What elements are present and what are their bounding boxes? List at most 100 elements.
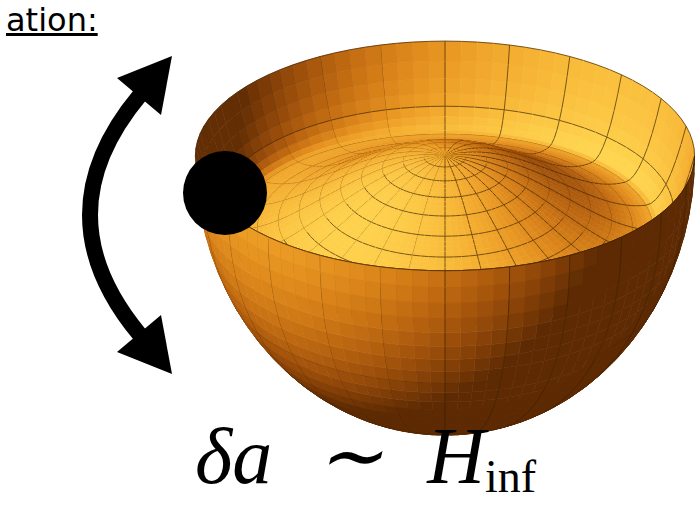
surface-face <box>415 106 430 117</box>
surface-patch <box>474 107 489 119</box>
surface-face <box>335 50 352 73</box>
surface-face <box>445 125 459 131</box>
surface-face <box>445 117 460 125</box>
surface-patch <box>445 78 461 93</box>
surface-patch <box>351 67 368 87</box>
surface-patch <box>524 47 541 69</box>
surface-patch <box>416 117 431 126</box>
surface-face <box>414 94 430 107</box>
surface-patch <box>474 118 489 127</box>
mexican-hat-potential <box>195 41 694 435</box>
surface-face <box>380 43 397 64</box>
surface-face <box>539 50 556 73</box>
surface-face <box>412 41 429 61</box>
surface-patch <box>380 43 397 64</box>
surface-face <box>491 80 507 97</box>
surface-face <box>476 79 492 95</box>
surface-face <box>429 61 445 79</box>
surface-face <box>504 97 520 112</box>
surface-patch <box>491 80 507 97</box>
surface-patch <box>431 131 445 135</box>
surface-patch <box>396 42 413 63</box>
surface-face <box>337 69 354 89</box>
surface-face <box>399 94 415 108</box>
surface-patch <box>520 84 536 101</box>
surface-face <box>474 107 489 119</box>
surface-face <box>492 63 509 82</box>
surface-patch <box>429 78 445 93</box>
surface-face <box>397 62 413 81</box>
surface-face <box>398 79 414 95</box>
surface-patch <box>445 93 460 106</box>
surface-face <box>382 63 399 82</box>
surface-patch <box>490 96 506 110</box>
surface-patch <box>386 108 402 120</box>
surface-face <box>368 82 384 99</box>
surface-patch <box>460 94 476 107</box>
surface-patch <box>412 41 429 61</box>
surface-face <box>383 80 399 97</box>
surface-patch <box>459 117 474 126</box>
surface-face <box>429 78 445 93</box>
surface-face <box>475 94 491 108</box>
surface-patch <box>504 97 520 112</box>
surface-patch <box>507 65 524 84</box>
surface-face <box>416 117 431 126</box>
surface-patch <box>489 108 505 120</box>
surface-patch <box>445 106 460 117</box>
surface-patch <box>397 62 413 81</box>
surface-patch <box>335 50 352 73</box>
grid-line <box>577 166 581 167</box>
surface-patch <box>349 47 366 69</box>
surface-patch <box>429 61 445 79</box>
surface-face <box>474 118 489 127</box>
surface-face <box>400 107 415 119</box>
surface-patch <box>445 61 461 79</box>
surface-face <box>459 117 474 126</box>
surface-patch <box>414 94 430 107</box>
surface-face <box>460 79 476 95</box>
surface-patch <box>493 43 510 64</box>
surface-face <box>461 41 478 61</box>
surface-face <box>522 67 539 87</box>
surface-patch <box>476 62 492 81</box>
surface-face <box>493 43 510 64</box>
surface-patch <box>537 69 554 89</box>
surface-patch <box>368 82 384 99</box>
surface-face <box>508 45 525 67</box>
surface-patch <box>370 97 386 112</box>
surface-face <box>506 82 522 99</box>
surface-patch <box>366 65 383 84</box>
surface-patch <box>384 96 400 110</box>
surface-patch <box>445 41 461 61</box>
surface-face <box>401 118 416 127</box>
surface-patch <box>398 79 414 95</box>
surface-patch <box>445 131 459 135</box>
surface-patch <box>320 53 337 76</box>
surface-patch <box>506 82 522 99</box>
surface-face <box>351 67 368 87</box>
surface-face <box>445 61 461 79</box>
surface-face <box>520 84 536 101</box>
surface-face <box>386 108 402 120</box>
surface-patch <box>492 63 509 82</box>
surface-face <box>445 78 461 93</box>
surface-patch <box>383 80 399 97</box>
surface-patch <box>476 79 492 95</box>
surface-patch <box>508 45 525 67</box>
surface-face <box>430 93 445 106</box>
surface-face <box>413 61 429 79</box>
surface-patch <box>522 67 539 87</box>
surface-face <box>429 41 445 61</box>
surface-face <box>353 84 369 101</box>
surface-face <box>489 108 505 120</box>
surface-face <box>460 106 475 117</box>
surface-patch <box>430 117 445 125</box>
surface-face <box>366 65 383 84</box>
surface-face <box>461 61 477 79</box>
surface-face <box>537 69 554 89</box>
surface-patch <box>461 61 477 79</box>
surface-face <box>349 47 366 69</box>
surface-patch <box>445 125 459 131</box>
surface-face <box>507 65 524 84</box>
